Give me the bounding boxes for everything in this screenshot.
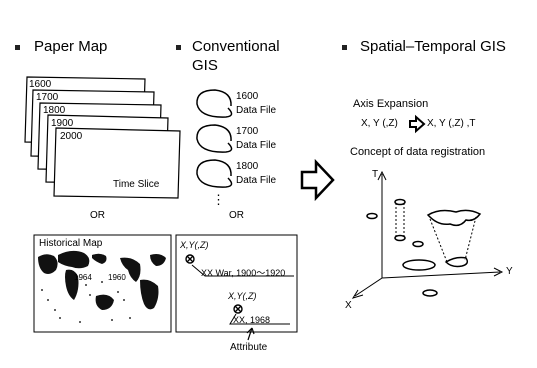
axis-y-line [381, 271, 501, 279]
projection-lines [395, 203, 477, 263]
record-line-1 [191, 264, 294, 277]
axis-y-arrowhead [493, 267, 504, 277]
axis-x-line [354, 277, 383, 297]
header-gis: GIS [192, 57, 218, 74]
data-file-year: 1600 [236, 91, 259, 102]
world-map-landmass [38, 250, 166, 310]
sheet-year-label: 1800 [43, 105, 66, 116]
object-ellipse-mid [394, 234, 406, 242]
bullet-icon [342, 45, 347, 50]
object-polygon-upper [426, 209, 482, 227]
paper-map-stack [24, 76, 181, 199]
axis-expansion-label: Axis Expansion [353, 98, 429, 110]
spatial-temporal-axes [351, 170, 504, 299]
object-ellipse-left [366, 212, 378, 220]
concept-label: Concept of data registration [350, 146, 486, 158]
map-year-right: 1960 [108, 273, 126, 282]
object-ellipse-top [394, 198, 406, 206]
data-file-label: Data File [236, 140, 277, 151]
attribute-label: Attribute [230, 342, 268, 353]
data-file-icon-1700 [196, 124, 233, 153]
data-file-icons [196, 89, 233, 188]
from-axes-label: X, Y (,Z) [361, 118, 398, 129]
data-file-icon-1600 [196, 89, 233, 118]
coord-label-2: X,Y(,Z) [228, 291, 257, 301]
to-axes-label: X, Y (,Z) ,T [427, 118, 476, 129]
point-marker-1 [185, 254, 195, 264]
registered-objects [366, 198, 482, 297]
header-conventional: Conventional [192, 38, 280, 55]
coord-label-1: X,Y(,Z) [180, 240, 209, 250]
axis-x-label: X [345, 300, 352, 311]
map-year-left: 1964 [74, 273, 92, 282]
sheet-2000 [53, 127, 181, 199]
object-ellipse-large [402, 259, 436, 271]
object-ellipse-small [422, 289, 438, 297]
data-file-year: 1700 [236, 126, 259, 137]
data-file-year: 1800 [236, 161, 259, 172]
attribute-arrow [246, 327, 255, 341]
object-polygon-lower [444, 256, 469, 268]
historical-map-title: Historical Map [38, 238, 104, 249]
record-label-2: XX, 1968 [233, 315, 271, 325]
axis-y-label: Y [506, 266, 513, 277]
point-marker-2 [233, 304, 243, 314]
data-file-label: Data File [236, 105, 277, 116]
or-label-paper: OR [90, 210, 105, 221]
object-ellipse-low [412, 240, 424, 248]
axis-t-arrowhead [377, 170, 387, 181]
record-label-1: XX War, 1900〜1920 [201, 268, 286, 278]
header-paper-map: Paper Map [34, 38, 108, 55]
axis-x-arrowhead [351, 289, 364, 299]
or-label-conventional: OR [229, 210, 244, 221]
map-dots [41, 281, 131, 323]
vertical-ellipsis: ⋮ [212, 192, 225, 207]
sheet-year-label: 2000 [60, 131, 83, 142]
sheet-year-label: 1600 [29, 79, 52, 90]
bullet-icon [15, 45, 20, 50]
sheet-year-label: 1700 [36, 92, 59, 103]
data-file-icon-1800 [196, 159, 233, 188]
header-spatial-temporal: Spatial–Temporal GIS [360, 38, 506, 55]
bullet-icon [176, 45, 181, 50]
attribute-table-box [175, 234, 298, 333]
data-file-label: Data File [236, 175, 277, 186]
record-line-2 [229, 313, 290, 325]
time-slice-label: Time Slice [113, 179, 160, 190]
transition-arrow-icon [300, 158, 335, 202]
sheet-year-label: 1900 [51, 118, 74, 129]
axis-t-label: T [372, 169, 379, 180]
axis-expansion-arrow-icon [409, 114, 426, 134]
